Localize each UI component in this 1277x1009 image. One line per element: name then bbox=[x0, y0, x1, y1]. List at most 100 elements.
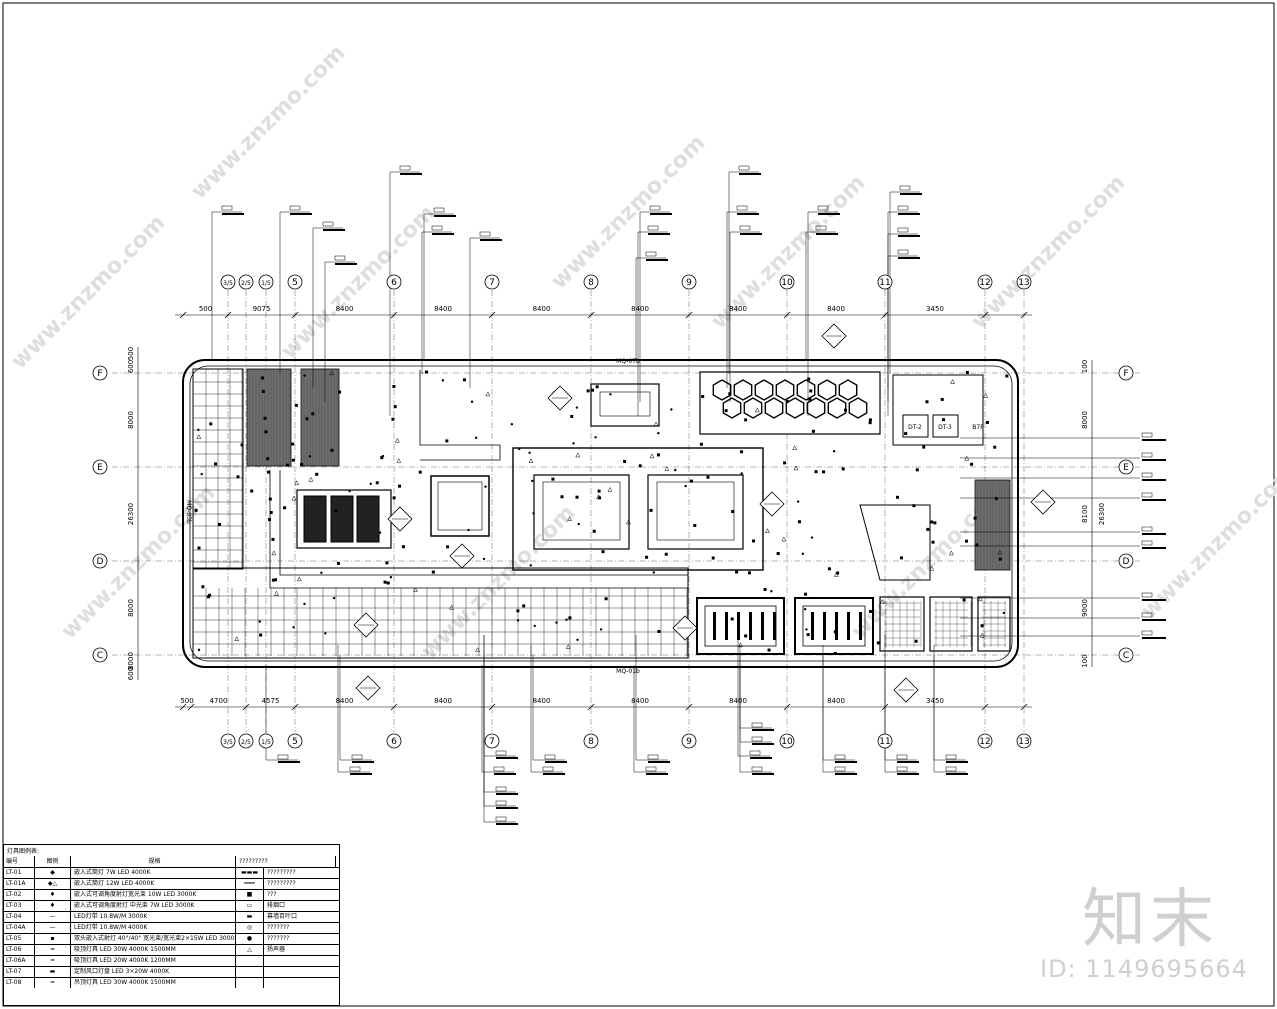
downlight-fixture bbox=[752, 539, 756, 543]
tag-text-bar bbox=[496, 823, 518, 825]
spotlight-fixture bbox=[467, 528, 470, 532]
downlight-fixture bbox=[993, 445, 997, 449]
ceiling-height-tag bbox=[493, 766, 505, 772]
downlight-fixture bbox=[336, 561, 340, 565]
legend-aux-symbol: ▭ bbox=[236, 900, 264, 911]
axis-bubble-circle bbox=[287, 733, 303, 749]
legend-spec: 吊顶灯具 LED 30W 4000K 1500MM bbox=[71, 977, 236, 988]
axis-bubble-bottom: 8 bbox=[583, 733, 599, 749]
legend-spec: LED灯带 10.8W/M 3000K bbox=[71, 911, 236, 922]
downlight-fixture bbox=[970, 462, 974, 466]
dimension-left-label: 600 bbox=[127, 360, 135, 373]
legend-spec: 嵌入式筒灯 12W LED 4000K bbox=[71, 878, 236, 889]
speaker-fixture bbox=[395, 437, 400, 443]
downlight-fixture bbox=[822, 470, 826, 474]
tag-text-bar bbox=[900, 193, 922, 195]
axis-bubble-circle bbox=[1118, 647, 1134, 663]
legend-row: LT-06━吸顶灯具 LED 30W 4000K 1500MM△扬声器 bbox=[4, 944, 336, 955]
elevator-tag-dt3: DT-3 bbox=[938, 424, 952, 431]
tag-text-bar bbox=[816, 233, 838, 235]
downlight-fixture bbox=[783, 461, 787, 465]
speaker-fixture bbox=[329, 370, 335, 376]
speaker-fixture bbox=[607, 486, 613, 492]
dimension-tick bbox=[783, 703, 791, 711]
tag-text-bar bbox=[278, 761, 300, 763]
hex-ceiling-cell bbox=[733, 379, 753, 401]
legend-row: LT-05▪双头嵌入式射灯 40°/40° 宽光束/宽光束2×15W LED 3… bbox=[4, 933, 336, 944]
downlight-fixture bbox=[551, 477, 555, 481]
speaker-fixture bbox=[664, 466, 670, 471]
downlight-fixture bbox=[197, 546, 201, 550]
axis-bubble-right: F bbox=[1118, 365, 1134, 381]
downlight-fixture bbox=[392, 496, 396, 500]
hex-ceiling-cell bbox=[827, 397, 847, 419]
dimension-top-label: 500 bbox=[199, 305, 212, 313]
ceiling-height-tag bbox=[399, 165, 411, 171]
axis-bubble-label: 11 bbox=[879, 737, 890, 747]
downlight-fixture bbox=[657, 629, 661, 633]
legend-spec: 吸顶灯具 LED 30W 4000K 1500MM bbox=[71, 944, 236, 955]
speaker-fixture bbox=[948, 550, 954, 556]
section-marker bbox=[547, 385, 573, 411]
speaker-fixture bbox=[649, 453, 655, 459]
legend-aux-symbol: ◎ bbox=[236, 922, 264, 933]
legend-aux-symbol: △ bbox=[236, 944, 264, 955]
legend-symbol: ▬ bbox=[35, 966, 71, 977]
spotlight-fixture bbox=[740, 472, 743, 475]
ceiling-height-tag bbox=[433, 207, 445, 213]
dimension-tick bbox=[488, 311, 496, 319]
dimension-right-label: 8000 bbox=[1081, 411, 1089, 429]
ceiling-height-tag bbox=[945, 754, 957, 760]
downlight-fixture bbox=[914, 639, 918, 643]
axis-bubble-circle bbox=[386, 733, 402, 749]
section-marker bbox=[759, 491, 785, 517]
dimension-top-label: 8400 bbox=[336, 305, 354, 313]
downlight-fixture bbox=[338, 390, 342, 394]
axis-bubble-top: 12 bbox=[977, 274, 993, 290]
axis-bubble-circle bbox=[92, 459, 108, 475]
dimension-right-label: 100 bbox=[1081, 654, 1089, 667]
dimension-right-label: 100 bbox=[1081, 360, 1089, 373]
linear-light bbox=[835, 612, 838, 640]
legend-aux-label: ??? bbox=[267, 891, 277, 898]
legend-aux-label bbox=[264, 977, 336, 988]
dimension-right-label: 9000 bbox=[1081, 599, 1089, 617]
spotlight-fixture bbox=[348, 489, 351, 493]
hex-ceiling-cell bbox=[796, 379, 816, 401]
speaker-fixture bbox=[997, 549, 1003, 555]
downlight-fixture bbox=[286, 463, 290, 467]
speaker-fixture bbox=[792, 445, 798, 450]
legend-row: LT-02♦嵌入式可调角度射灯宽光束 10W LED 3000K■??? bbox=[4, 889, 336, 900]
elevator-car bbox=[303, 495, 327, 543]
ceiling-height-tag bbox=[495, 750, 507, 756]
downlight-fixture bbox=[1005, 374, 1009, 378]
axis-bubble-label: 1/5 bbox=[261, 739, 271, 746]
ceiling-height-tag bbox=[349, 766, 361, 772]
dimension-top-label: 8400 bbox=[827, 305, 845, 313]
watermark-repeat-text: www.znzmo.com bbox=[967, 170, 1131, 334]
legend-rule bbox=[4, 933, 339, 934]
tag-text-bar bbox=[648, 233, 670, 235]
hex-ceiling-cell bbox=[785, 397, 805, 419]
downlight-fixture bbox=[597, 489, 601, 493]
speaker-fixture bbox=[308, 476, 314, 482]
downlight-fixture bbox=[868, 418, 872, 422]
legend-rule bbox=[4, 922, 339, 923]
spotlight-fixture bbox=[516, 619, 520, 622]
tag-text-bar bbox=[1142, 499, 1166, 501]
axis-bubble-left: E bbox=[92, 459, 108, 475]
legend-aux-label: 排烟口 bbox=[267, 902, 286, 909]
axis-bubble-top: 7 bbox=[484, 274, 500, 290]
downlight-fixture bbox=[807, 377, 811, 381]
downlight-fixture bbox=[375, 481, 379, 485]
axis-bubble-circle bbox=[779, 274, 795, 290]
dimension-right-label: 26300 bbox=[1098, 503, 1106, 525]
spotlight-fixture bbox=[1002, 611, 1005, 615]
tag-text-bar bbox=[1142, 637, 1166, 639]
downlight-fixture bbox=[836, 571, 840, 575]
downlight-fixture bbox=[380, 456, 384, 460]
spotlight-fixture bbox=[470, 400, 474, 403]
axis-bubble-top: 8 bbox=[583, 274, 599, 290]
legend-aux-label bbox=[264, 966, 336, 977]
